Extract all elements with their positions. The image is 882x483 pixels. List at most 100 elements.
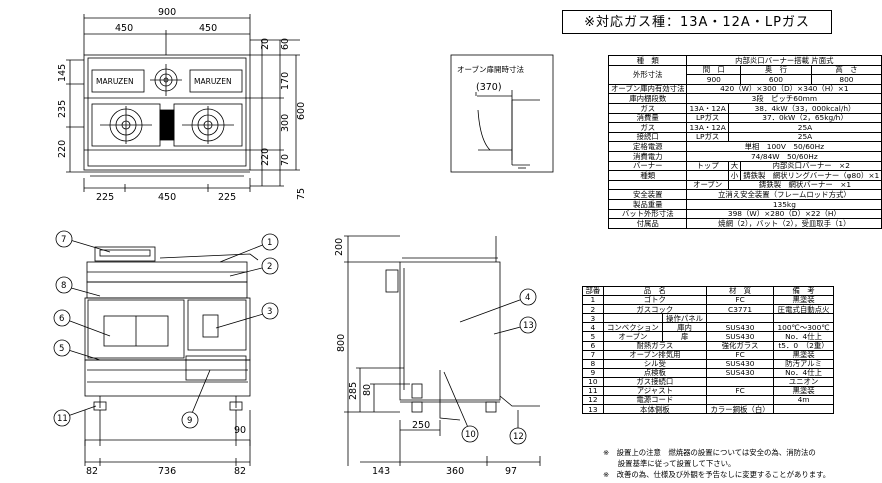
oven-open-dim: (370)	[476, 82, 502, 93]
dim-front-82-left: 82	[86, 466, 98, 477]
leader-lines	[61, 239, 529, 433]
part-name: ゴトク	[602, 295, 707, 306]
balloon-10: 10	[465, 430, 476, 440]
spec-subhead: 間 口	[686, 64, 742, 76]
spec-label	[607, 179, 688, 191]
spec-value: 単相 100V 50/60Hz	[686, 141, 882, 152]
spec-label: ガス	[607, 102, 688, 114]
part-material	[705, 395, 775, 406]
part-no: 2	[582, 304, 604, 315]
spec-kind: LPガス	[686, 131, 729, 143]
dim-side-200: 200	[334, 238, 345, 256]
brand-plate-right: MARUZEN	[194, 77, 232, 86]
dim-side-800: 800	[336, 334, 347, 352]
dim-side-250: 250	[412, 420, 430, 431]
oven-open-view	[450, 54, 554, 173]
dim-side-285: 285	[348, 382, 359, 400]
spec-label: 種 類	[607, 55, 688, 66]
dim-front-90: 90	[234, 425, 246, 436]
spec-size: 大	[727, 160, 742, 172]
balloon-11: 11	[57, 414, 68, 424]
side-view	[344, 235, 541, 466]
part-note: No．4仕上	[773, 331, 834, 342]
dim-right-70: 70	[280, 154, 291, 166]
spec-size: 小	[727, 170, 742, 181]
balloon-8: 8	[61, 281, 66, 291]
part-no: 13	[582, 404, 604, 415]
drawing-sheet: { "gas_header": "※対応ガス種：13A・12A・LPガス", "…	[53, 7, 882, 479]
technical-drawing: オーブン扉開時寸法 (370) MARUZEN MARUZEN 900 450 …	[53, 7, 554, 477]
part-subname: 庫内	[662, 322, 707, 333]
spec-value: 135kg	[686, 198, 882, 210]
part-name: 点検板	[602, 367, 707, 378]
spec-kind: トップ	[686, 160, 729, 172]
spec-value: 420（W）×300（D）×340（H）×1	[686, 83, 882, 95]
part-material: FC	[705, 295, 775, 306]
balloon-7: 7	[61, 235, 66, 245]
spec-label: 付属品	[607, 218, 688, 229]
part-name	[602, 313, 664, 324]
part-no: 8	[582, 358, 604, 369]
dim-right-75: 75	[296, 188, 307, 200]
balloon-9: 9	[187, 416, 192, 426]
spec-label: 安全装置	[607, 189, 688, 200]
dim-top-450-left: 450	[115, 23, 133, 34]
balloon-1: 1	[267, 238, 272, 248]
part-material: FC	[705, 349, 775, 360]
dim-bottom-225-left: 225	[96, 192, 114, 203]
part-name: コンベクション	[602, 322, 664, 333]
spec-value: 37．0kW（2，65kg/h）	[727, 112, 882, 124]
note-line: 設置基準に従って設置して下さい。	[603, 459, 736, 468]
part-material: SUS430	[705, 358, 775, 369]
spec-kind: 13A・12A	[686, 122, 729, 133]
part-name: オーブン	[602, 331, 664, 342]
spec-kind: 13A・12A	[686, 102, 729, 114]
part-material: SUS430	[705, 367, 775, 378]
balloon-12: 12	[513, 432, 524, 442]
dim-top-450-right: 450	[199, 23, 217, 34]
spec-label: バーナー	[607, 160, 688, 172]
dim-right-60: 60	[280, 38, 291, 50]
part-name: 電源コード	[602, 395, 707, 406]
part-note: 黒塗装	[773, 295, 834, 306]
oven-open-label: オーブン扉開時寸法	[457, 64, 525, 74]
part-name: ガス接続口	[602, 376, 707, 388]
dim-right-220: 220	[260, 148, 271, 166]
part-note	[773, 404, 834, 415]
spec-subhead: 高 さ	[810, 64, 882, 76]
spec-value: 74/84W 50/60Hz	[686, 150, 882, 162]
balloons	[53, 230, 537, 445]
part-name: アジャスト	[602, 386, 707, 397]
spec-value: 25A	[727, 131, 882, 143]
part-material: カラー鋼板（白）	[705, 404, 775, 415]
dim-left-145: 145	[57, 64, 68, 82]
part-no: 7	[582, 349, 604, 360]
spec-value: 鋳鉄製 網状リングバーナー（φ80）×1	[740, 170, 882, 181]
part-no: 6	[582, 340, 604, 351]
part-no: 4	[582, 322, 604, 333]
spec-value: 鋳鉄製 網状バーナー ×1	[727, 179, 882, 191]
spec-value: 焼網（2），バット（2），受皿取手（1）	[686, 218, 882, 229]
dim-side-143: 143	[372, 466, 390, 477]
spec-value: 内部炎口バーナー ×2	[740, 160, 882, 172]
spec-subhead: 奥 行	[740, 64, 812, 76]
spec-label: ガス	[607, 122, 688, 133]
dim-top-900: 900	[158, 7, 176, 18]
part-note: 黒塗装	[773, 386, 834, 397]
parts-header: 材 質	[705, 285, 775, 297]
part-material: SUS430	[705, 331, 775, 342]
part-material: SUS430	[705, 322, 775, 333]
part-material	[705, 313, 775, 324]
part-name: オーブン排気用	[602, 349, 707, 360]
spec-value: 立消え安全装置（フレームロッド方式）	[686, 189, 882, 200]
part-no: 9	[582, 367, 604, 378]
spec-kind: LPガス	[686, 112, 729, 124]
spec-kind	[686, 170, 729, 181]
dim-left-235: 235	[57, 100, 68, 118]
spec-label: オーブン庫内有効寸法	[607, 83, 688, 95]
dim-front-736: 736	[158, 466, 176, 477]
balloon-4: 4	[525, 293, 530, 303]
part-no: 12	[582, 395, 604, 406]
dim-right-300: 300	[280, 114, 291, 132]
